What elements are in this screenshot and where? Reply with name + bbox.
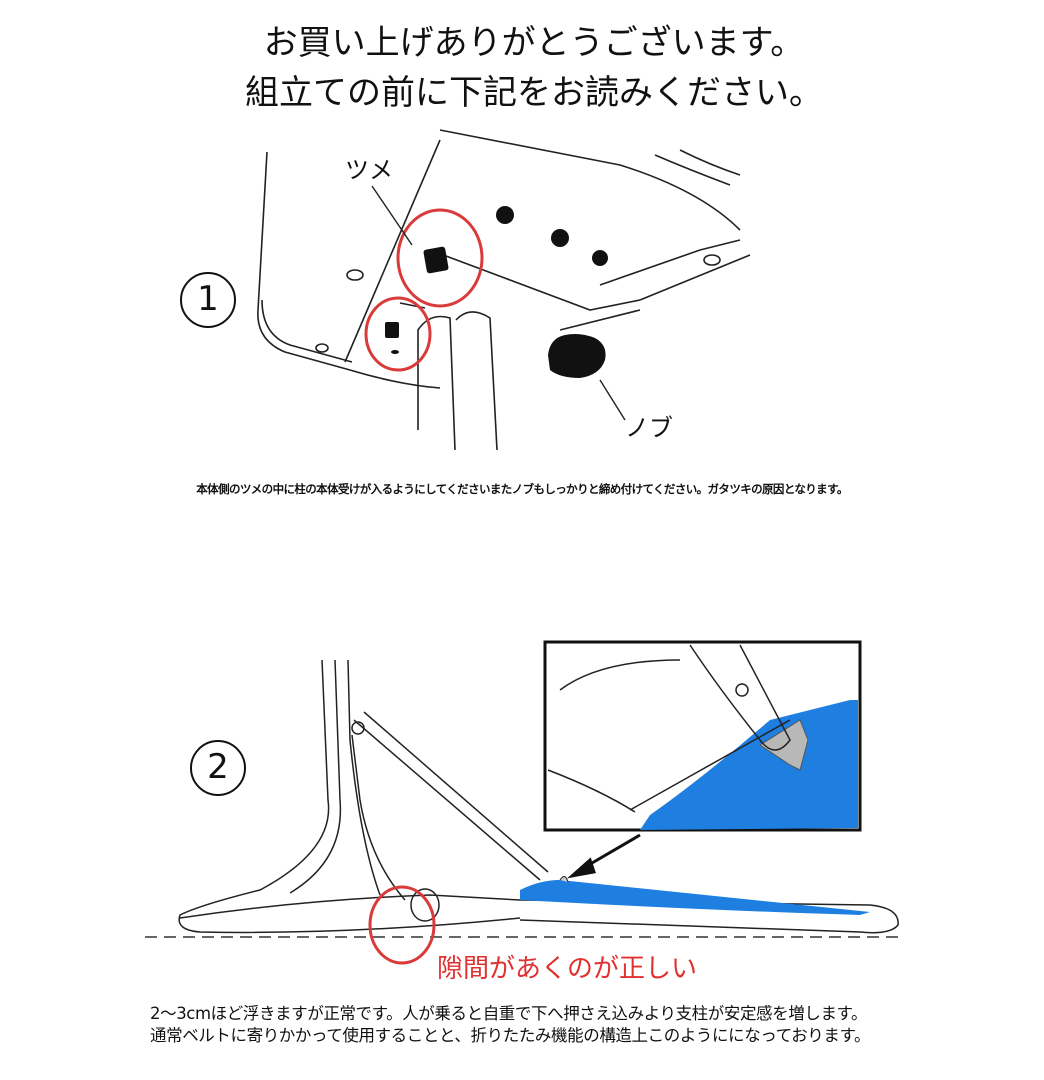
step1-illustration [257,129,751,451]
step2-note-line-1: 2〜3cmほど浮きますが正常です。人が乗ると自重で下へ押さえ込みより支柱が安定感… [150,1004,868,1023]
header-line-1: お買い上げありがとうございます。 [263,23,805,63]
header-line-2: 組立ての前に下記をお読みください。 [245,73,823,113]
gap-highlight-circle [368,885,436,965]
gap-warning: 隙間があくのが正しい [437,954,698,984]
seat-blue [520,880,870,915]
label-knob: ノブ [625,414,673,442]
step2-note-line-2: 通常ベルトに寄りかかって使用することと、折りたたみ機能の構造上このようにになって… [150,1026,871,1045]
label-tsume: ツメ [345,156,393,184]
detail-inset [543,640,862,832]
step1-number: 1 [180,272,236,328]
tsume-highlight-circle-1 [396,208,484,308]
tsume-highlight-circle-2 [364,296,432,372]
step1-caption: 本体側のツメの中に柱の本体受けが入るようにしてくださいまたノブもしっかりと締め付… [196,482,848,496]
step2-number: 2 [190,740,246,796]
